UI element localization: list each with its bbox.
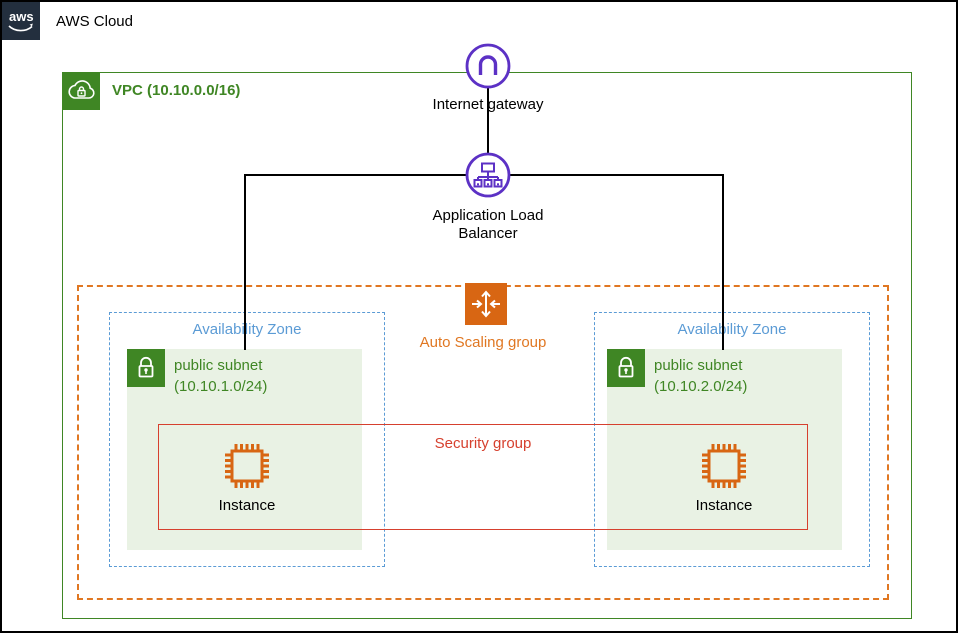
connector-alb-to-subnet-right — [722, 174, 724, 350]
availability-zone-label-left: Availability Zone — [192, 321, 302, 338]
connector-gateway-to-alb — [487, 66, 489, 176]
internet-gateway-icon — [464, 42, 512, 90]
auto-scaling-group-icon — [465, 283, 507, 325]
auto-scaling-group-label: Auto Scaling group — [419, 334, 547, 351]
instance-icon-right — [698, 440, 750, 492]
connector-alb-right-horizontal — [488, 174, 723, 176]
vpc-icon — [62, 72, 100, 110]
aws-logo-icon: aws — [8, 9, 34, 32]
availability-zone-label-right: Availability Zone — [677, 321, 787, 338]
vpc-label: VPC (10.10.0.0/16) — [112, 82, 241, 99]
public-subnet-icon-left — [127, 349, 165, 387]
subnet-name: public subnet — [174, 357, 263, 374]
public-subnet-label-left: public subnet (10.10.1.0/24) — [174, 355, 334, 397]
availability-zone-box-left — [109, 312, 385, 567]
public-subnet-label-right: public subnet (10.10.2.0/24) — [654, 355, 814, 397]
svg-text:aws: aws — [9, 9, 34, 24]
aws-logo: aws — [2, 2, 40, 40]
load-balancer-label-line2: Balancer — [458, 225, 518, 242]
subnet-cidr: (10.10.2.0/24) — [654, 378, 748, 395]
instance-label-left: Instance — [218, 497, 276, 514]
load-balancer-label-line1: Application Load — [432, 207, 544, 224]
diagram-title: AWS Cloud — [56, 13, 133, 30]
public-subnet-icon-right — [607, 349, 645, 387]
subnet-name: public subnet — [654, 357, 743, 374]
connector-alb-left-horizontal — [245, 174, 488, 176]
instance-icon-left — [221, 440, 273, 492]
availability-zone-box-right — [594, 312, 870, 567]
instance-label-right: Instance — [695, 497, 753, 514]
load-balancer-icon — [464, 151, 512, 199]
subnet-cidr: (10.10.1.0/24) — [174, 378, 268, 395]
connector-alb-to-subnet-left — [244, 174, 246, 350]
security-group-box — [158, 424, 808, 530]
security-group-label: Security group — [434, 435, 532, 452]
load-balancer-label: Application Load Balancer — [408, 207, 568, 243]
